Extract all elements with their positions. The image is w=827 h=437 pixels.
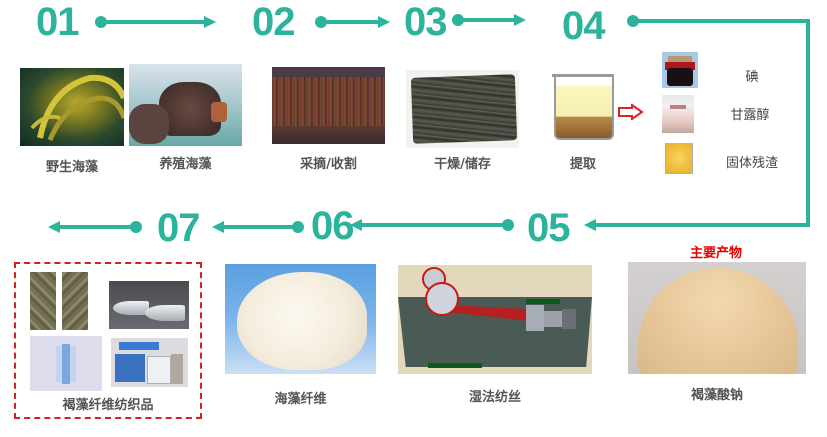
label-farmed-seaweed: 养殖海藻	[159, 157, 212, 172]
step-number-05: 05	[527, 206, 570, 250]
main-product-tag: 主要产物	[690, 246, 743, 261]
textile-products-box: 褐藻纤维纺织品	[14, 262, 202, 419]
label-iodine: 碘	[745, 70, 759, 85]
wet-spinning-diagram	[398, 265, 592, 374]
step-number-03: 03	[404, 0, 447, 44]
high-speed-train-photo	[109, 281, 189, 329]
label-dry-store: 干燥/储存	[434, 157, 491, 172]
label-solid-residue: 固体残渣	[725, 156, 778, 171]
label-harvest: 采摘/收割	[300, 157, 357, 172]
label-alginate-textiles: 褐藻纤维纺织品	[62, 398, 154, 413]
medical-kit-photo	[111, 338, 188, 387]
wound-dressing-photo	[30, 336, 102, 391]
label-wet-spinning: 湿法纺丝	[468, 390, 521, 405]
label-wild-seaweed: 野生海藻	[45, 160, 98, 175]
step-number-02: 02	[252, 0, 295, 44]
hanging-kelp-harvest-photo	[272, 67, 385, 144]
camouflage-uniform-photo	[26, 270, 92, 332]
label-alginate-fiber: 海藻纤维	[274, 392, 327, 407]
label-sodium-alginate: 褐藻酸钠	[690, 388, 743, 403]
label-mannitol: 甘露醇	[730, 108, 770, 123]
wild-kelp-photo	[20, 68, 124, 146]
step-number-06: 06	[311, 204, 354, 248]
label-extract: 提取	[569, 157, 596, 172]
dried-seaweed-photo	[406, 70, 519, 148]
sodium-alginate-powder-photo	[628, 262, 806, 374]
step-number-07: 07	[157, 206, 200, 250]
step-number-04: 04	[562, 4, 605, 48]
farmed-seaweed-boat-photo	[129, 64, 242, 146]
alginate-fiber-photo	[225, 264, 376, 374]
mannitol-jar-photo	[662, 95, 694, 133]
solid-residue-beaker-photo	[663, 141, 695, 175]
extraction-arrow-icon	[618, 103, 644, 124]
step-number-01: 01	[36, 0, 79, 44]
beaker-extraction-illustration	[552, 74, 614, 142]
iodine-bottle-photo	[662, 52, 698, 88]
